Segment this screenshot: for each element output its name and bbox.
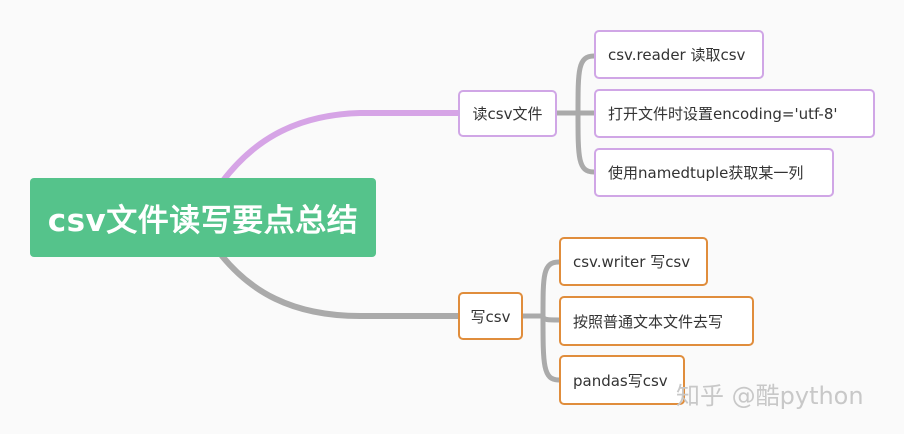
root-topic[interactable]: csv文件读写要点总结 [30,178,376,257]
leaf-namedtuple[interactable]: 使用namedtuple获取某一列 [594,148,834,197]
leaf-open-encoding[interactable]: 打开文件时设置encoding='utf-8' [594,89,875,138]
connector-write-children [520,259,562,383]
leaf-csv-reader[interactable]: csv.reader 读取csv [594,30,764,79]
connector-read-children [554,53,597,175]
branch-read-csv[interactable]: 读csv文件 [458,90,557,137]
leaf-csv-writer[interactable]: csv.writer 写csv [559,237,708,286]
branch-write-csv[interactable]: 写csv [458,292,523,340]
connector-root-read [219,110,461,185]
leaf-plain-text-write[interactable]: 按照普通文本文件去写 [559,296,754,346]
zhihu-watermark: 知乎 @酷python [676,382,864,410]
connector-root-write [219,253,461,319]
leaf-pandas-write[interactable]: pandas写csv [559,355,685,405]
